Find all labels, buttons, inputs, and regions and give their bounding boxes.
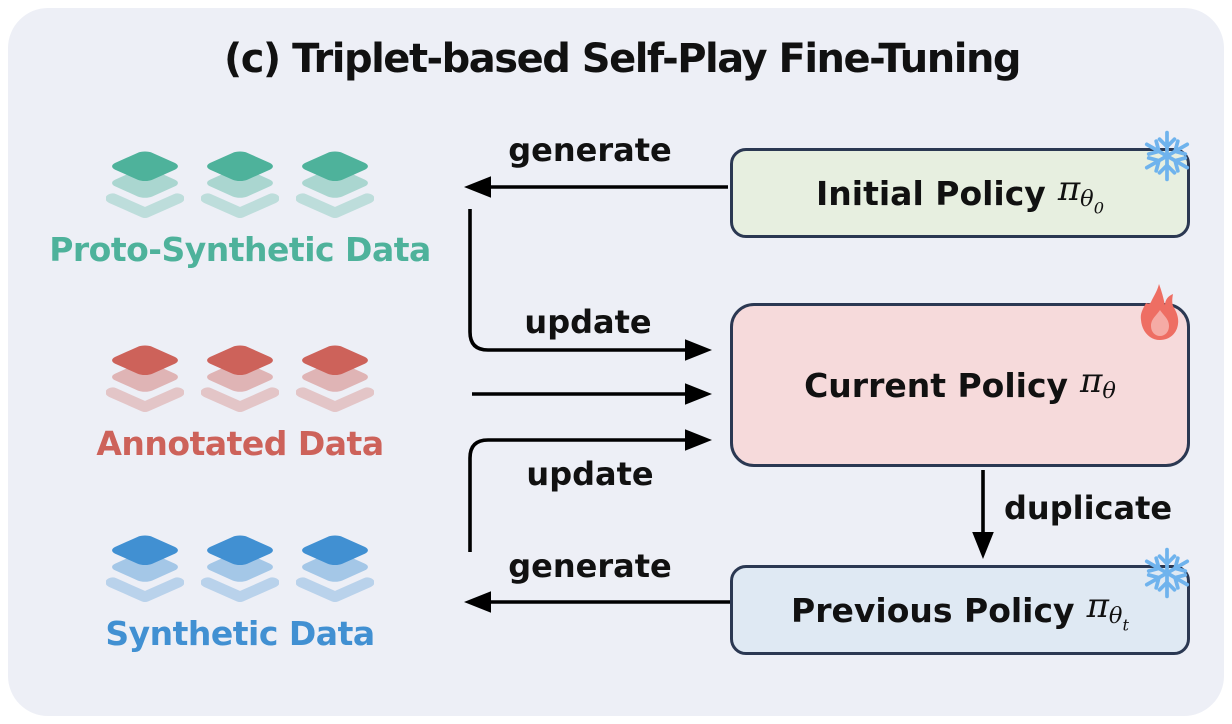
current-policy-symbol: πθ [1080,360,1116,404]
synthetic-data-label: Synthetic Data [105,614,375,653]
initial-policy-symbol: πθ0 [1057,168,1104,218]
update-bottom-label: update [526,455,654,493]
diagram-title: (c) Triplet-based Self-Play Fine-Tuning [223,36,1022,82]
layers-icon [106,535,184,602]
proto-synthetic-data-label: Proto-Synthetic Data [49,230,431,269]
initial-policy-box: Initial Policy πθ0 [730,130,1190,238]
layers-icon [201,151,279,218]
current-policy-label: Current Policy [804,365,1069,405]
generate-bottom-label: generate [508,547,672,585]
annotated-data-group: Annotated Data [25,340,455,464]
duplicate-label: duplicate [1004,489,1173,527]
generate-top-label: generate [508,131,672,169]
layers-icon [296,345,374,412]
layers-icon [106,151,184,218]
proto-synthetic-data-icons [106,146,374,220]
flame-icon [1140,284,1179,340]
layers-icon [296,151,374,218]
synthetic-data-icons [106,530,374,604]
layers-icon [296,535,374,602]
initial-policy-label: Initial Policy [816,173,1046,213]
annotated-data-label: Annotated Data [96,424,384,463]
update-top-label: update [524,303,652,341]
previous-policy-label: Previous Policy [791,590,1075,630]
previous-policy-box: Previous Policy πθt [730,547,1190,655]
proto-synthetic-data-group: Proto-Synthetic Data [25,146,455,270]
layers-icon [106,345,184,412]
layers-icon [201,535,279,602]
layers-icon [201,345,279,412]
annotated-data-icons [106,340,374,414]
snowflake-icon [1144,547,1190,599]
previous-policy-symbol: πθt [1086,585,1129,635]
synthetic-data-group: Synthetic Data [25,530,455,654]
snowflake-icon [1144,130,1190,182]
current-policy-box: Current Policy πθ [730,284,1190,467]
